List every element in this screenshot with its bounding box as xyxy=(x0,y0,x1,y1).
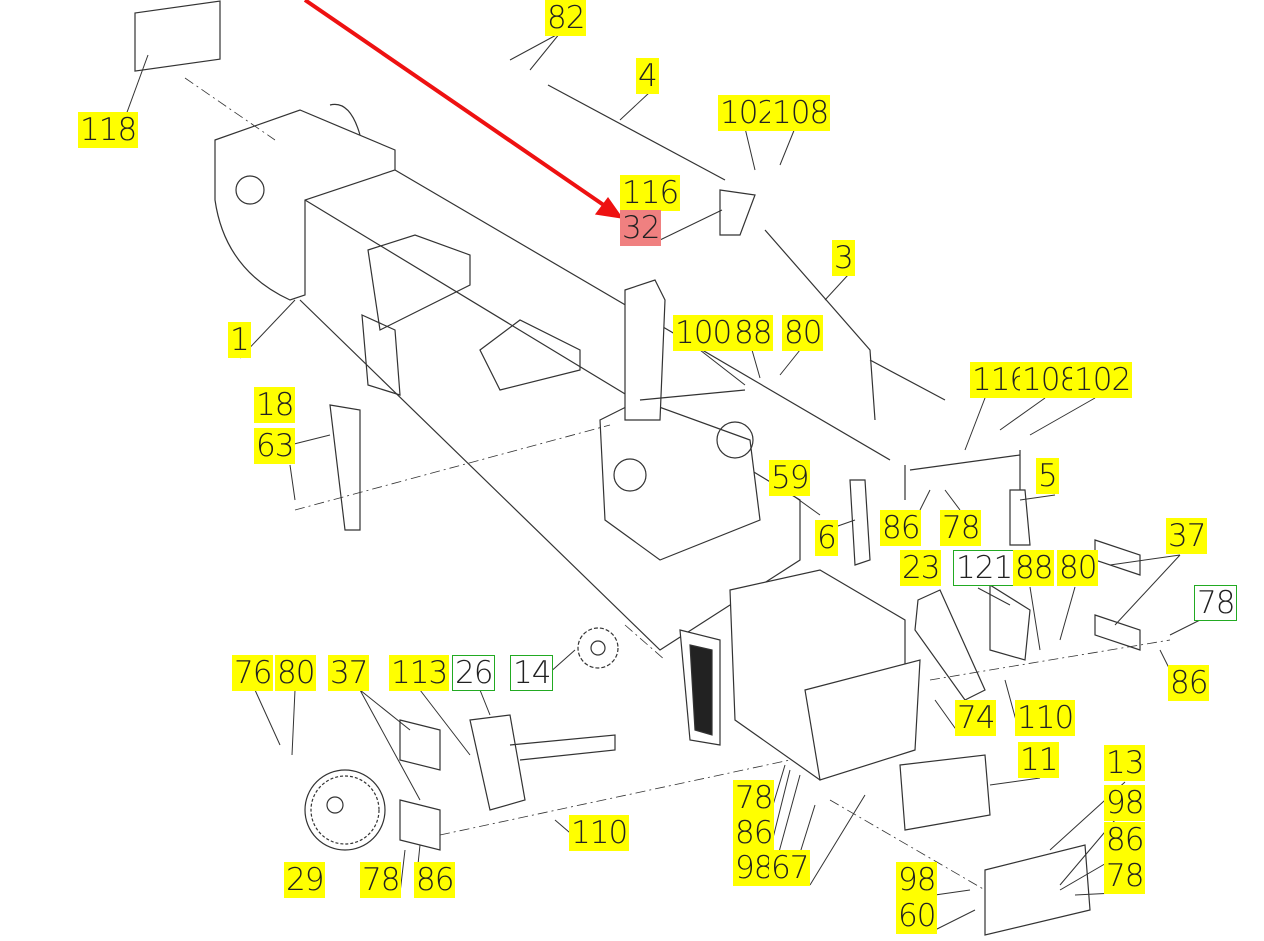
callout-label-98: 98 xyxy=(733,850,775,886)
callout-label-1: 1 xyxy=(228,322,251,358)
callout-label-98: 98 xyxy=(1104,785,1146,821)
callout-label-13: 13 xyxy=(1104,745,1146,781)
callout-label-29: 29 xyxy=(284,862,326,898)
callout-label-23: 23 xyxy=(900,550,942,586)
callout-label-102: 102 xyxy=(718,95,779,131)
callout-label-98: 98 xyxy=(896,862,938,898)
callout-label-6: 6 xyxy=(815,520,838,556)
callout-label-100: 100 xyxy=(673,315,734,351)
callout-label-59: 59 xyxy=(769,460,811,496)
callout-label-63: 63 xyxy=(254,428,296,464)
callout-label-78: 78 xyxy=(360,862,402,898)
callout-label-110: 110 xyxy=(569,815,630,851)
callout-label-88: 88 xyxy=(732,315,774,351)
callout-label-116: 116 xyxy=(620,175,681,211)
parts xyxy=(134,0,1141,936)
callout-label-14: 14 xyxy=(510,655,554,691)
callout-label-118: 118 xyxy=(78,112,139,148)
callout-label-80: 80 xyxy=(1057,550,1099,586)
callout-label-78: 78 xyxy=(940,510,982,546)
callout-label-86: 86 xyxy=(733,815,775,851)
callout-label-60: 60 xyxy=(896,898,938,934)
callout-label-78: 78 xyxy=(1194,585,1238,621)
callout-label-86: 86 xyxy=(880,510,922,546)
callout-label-108: 108 xyxy=(770,95,831,131)
callout-label-26: 26 xyxy=(452,655,496,691)
red-arrow xyxy=(303,0,624,219)
callout-label-4: 4 xyxy=(636,58,659,94)
callout-label-82: 82 xyxy=(545,0,587,36)
callout-label-86: 86 xyxy=(1104,822,1146,858)
main-frame xyxy=(214,103,891,651)
callout-label-5: 5 xyxy=(1036,458,1059,494)
callout-label-32: 32 xyxy=(620,210,662,246)
callout-label-3: 3 xyxy=(832,240,855,276)
callout-label-110: 110 xyxy=(1015,700,1076,736)
callout-label-102: 102 xyxy=(1072,362,1133,398)
gearbox-housing xyxy=(599,279,761,561)
callout-label-86: 86 xyxy=(1168,665,1210,701)
callout-label-113: 113 xyxy=(389,655,450,691)
callout-label-74: 74 xyxy=(955,700,997,736)
callout-label-37: 37 xyxy=(328,655,370,691)
dashed-centerlines xyxy=(184,77,1171,891)
callout-label-121: 121 xyxy=(953,550,1016,586)
callout-label-78: 78 xyxy=(733,780,775,816)
callout-label-108: 108 xyxy=(1020,362,1081,398)
callout-label-86: 86 xyxy=(414,862,456,898)
callout-label-80: 80 xyxy=(275,655,317,691)
callout-label-11: 11 xyxy=(1018,742,1060,778)
drive-housing xyxy=(679,569,921,781)
callout-label-78: 78 xyxy=(1104,858,1146,894)
callout-label-37: 37 xyxy=(1166,518,1208,554)
callout-label-76: 76 xyxy=(232,655,274,691)
callout-label-88: 88 xyxy=(1013,550,1055,586)
callout-label-18: 18 xyxy=(254,387,296,423)
callout-label-67: 67 xyxy=(769,850,811,886)
callout-label-80: 80 xyxy=(782,315,824,351)
